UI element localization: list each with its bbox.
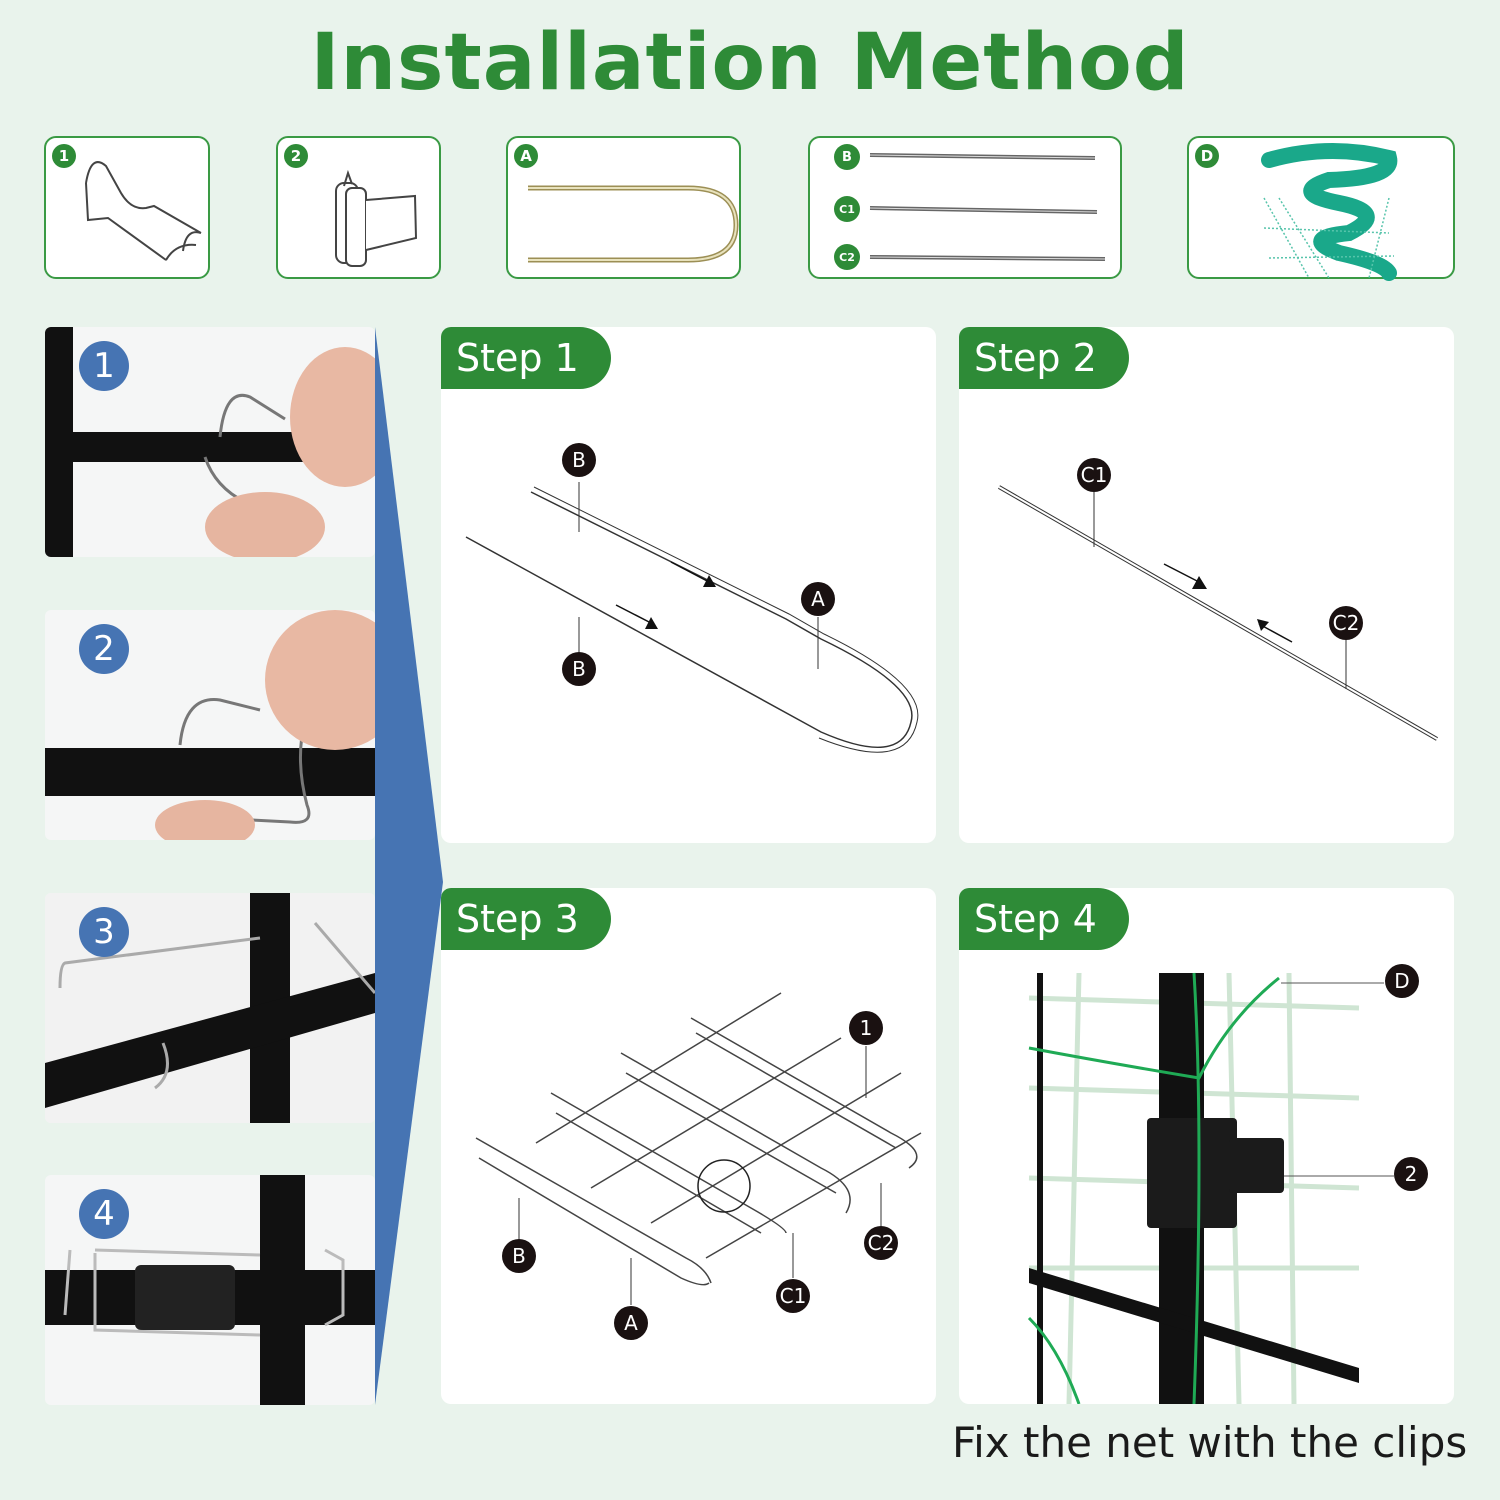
- svg-text:B: B: [572, 657, 586, 681]
- photo-step-2: 2: [45, 610, 375, 840]
- page-title: Installation Method: [310, 18, 1190, 108]
- photo-number-badge: 1: [79, 341, 129, 391]
- photo-number-badge: 4: [79, 1189, 129, 1239]
- wire-clip-icon: [85, 161, 202, 261]
- sequence-arrow-icon: [375, 327, 443, 1405]
- step-4-caption: Fix the net with the clips: [952, 1418, 1468, 1467]
- part-badge: A: [514, 144, 538, 168]
- part-badge: 2: [284, 144, 308, 168]
- svg-text:2: 2: [1405, 1162, 1418, 1186]
- step-2-diagram: C1 C2: [998, 458, 1438, 741]
- svg-text:1: 1: [860, 1016, 873, 1040]
- part-badge-B: B: [834, 144, 860, 170]
- step-3-diagram: 1 B A C1 C2: [475, 992, 922, 1340]
- svg-text:A: A: [811, 587, 825, 611]
- part-badge-C2: C2: [834, 244, 860, 270]
- part-badge: 1: [52, 144, 76, 168]
- u-rod-icon: [528, 185, 739, 263]
- svg-text:C1: C1: [1081, 463, 1108, 487]
- part-card-D: D: [1187, 136, 1455, 281]
- photo-step-3: 3: [45, 893, 375, 1123]
- step-2-card: C1 C2 Step 2: [959, 327, 1454, 843]
- part-card-1: 1: [44, 136, 210, 279]
- photo-number-badge: 3: [79, 907, 129, 957]
- step-3-card: 1 B A C1 C2 Step 3: [441, 888, 936, 1404]
- svg-text:A: A: [624, 1311, 638, 1335]
- svg-text:C1: C1: [780, 1284, 807, 1308]
- part-badge-C1: C1: [834, 196, 860, 222]
- svg-text:B: B: [512, 1244, 526, 1268]
- part-badge: D: [1195, 144, 1219, 168]
- svg-text:D: D: [1394, 969, 1409, 993]
- part-card-2: 2: [276, 136, 441, 279]
- plastic-clip-icon: [335, 169, 418, 267]
- svg-text:C2: C2: [1333, 611, 1360, 635]
- step-1-label: Step 1: [441, 327, 611, 389]
- net-bundle-icon: [1261, 143, 1398, 281]
- step-4-photo: D 2: [1027, 964, 1428, 1404]
- straight-rods-icon: [869, 153, 1106, 261]
- step-4-card: D 2 Step 4: [959, 888, 1454, 1404]
- photo-number-badge: 2: [79, 624, 129, 674]
- svg-text:B: B: [572, 448, 586, 472]
- step-4-label: Step 4: [959, 888, 1129, 950]
- part-card-rods: B C1 C2: [808, 136, 1122, 279]
- photo-step-1: 1: [45, 327, 375, 557]
- step-3-label: Step 3: [441, 888, 611, 950]
- step-1-card: B B A Step 1: [441, 327, 936, 843]
- photo-step-4: 4: [45, 1175, 375, 1405]
- step-1-diagram: B B A: [465, 443, 919, 753]
- svg-text:C2: C2: [868, 1231, 895, 1255]
- step-2-label: Step 2: [959, 327, 1129, 389]
- part-card-A: A: [506, 136, 741, 279]
